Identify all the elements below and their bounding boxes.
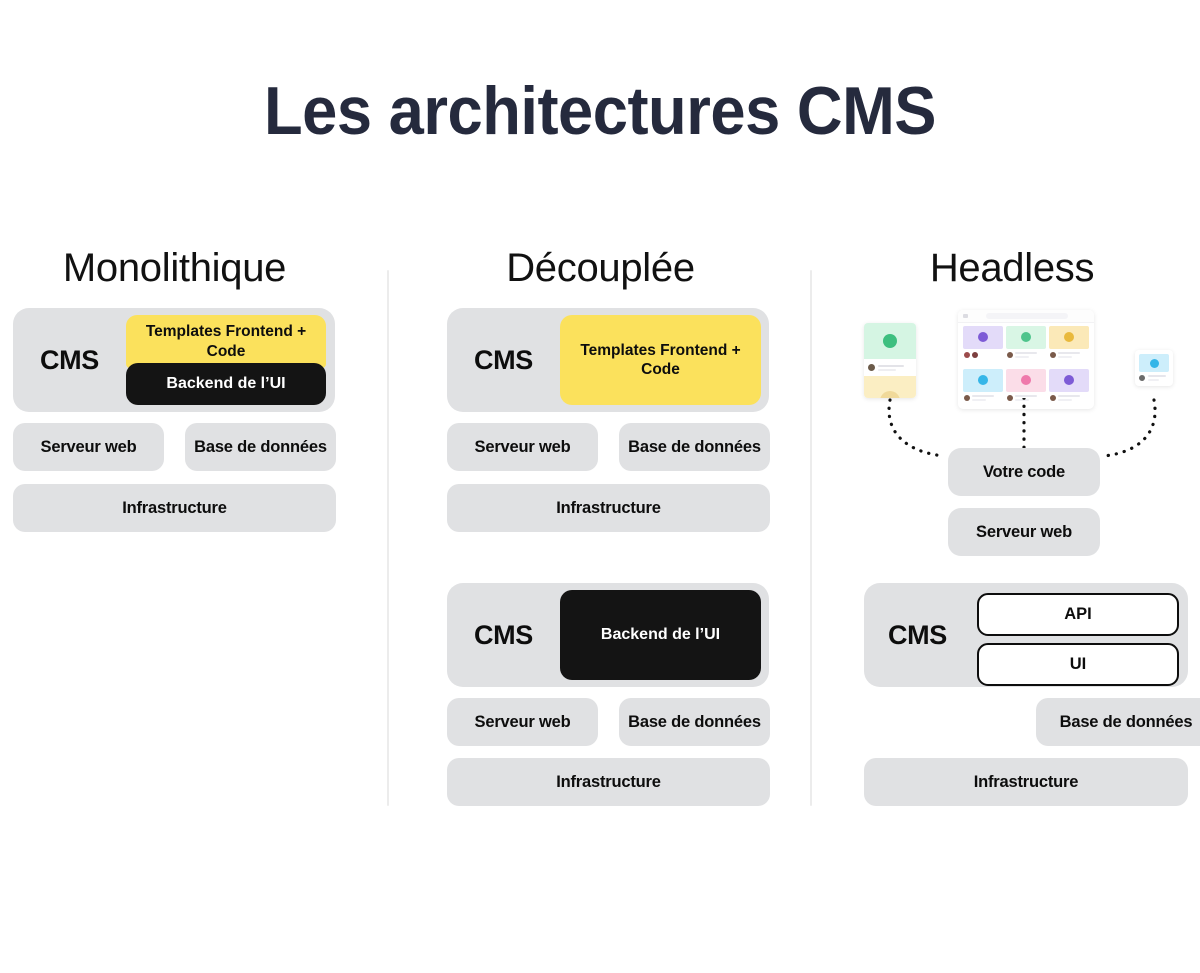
ui-block: UI	[977, 643, 1179, 686]
infrastructure-block: Infrastructure	[13, 484, 336, 532]
base-de-donnees-block: Base de données	[1036, 698, 1200, 746]
infrastructure-block: Infrastructure	[447, 758, 770, 806]
preview-card-grid	[963, 326, 1089, 408]
backend-ui-block: Backend de l’UI	[560, 590, 761, 680]
infrastructure-block: Infrastructure	[447, 484, 770, 532]
preview-card	[1049, 368, 1089, 409]
mobile-app-preview-icon	[864, 323, 916, 398]
preview-arc-yellow	[880, 391, 900, 398]
page-title: Les architectures CMS	[263, 73, 937, 149]
base-de-donnees-block: Base de données	[619, 423, 770, 471]
widget-preview-icon	[1135, 350, 1173, 386]
text-line	[878, 365, 904, 367]
preview-panel-yellow	[864, 376, 916, 398]
infrastructure-block: Infrastructure	[864, 758, 1188, 806]
preview-card	[1049, 326, 1089, 366]
backend-ui-block: Backend de l’UI	[126, 363, 326, 405]
cms-group-monolithique: CMS Templates Frontend + Code Backend de…	[13, 308, 335, 412]
column-headless: Headless	[848, 246, 1200, 806]
architecture-columns: Monolithique CMS Templates Frontend + Co…	[0, 248, 1200, 848]
preview-card	[1006, 326, 1046, 366]
cms-group-decouplee-frontend: CMS Templates Frontend + Code	[447, 308, 769, 412]
text-line	[878, 369, 896, 371]
dashboard-grid-preview-icon	[958, 310, 1094, 409]
cms-label: CMS	[474, 619, 533, 650]
column-monolithique: Monolithique CMS Templates Frontend + Co…	[0, 246, 375, 532]
templates-frontend-code-block: Templates Frontend + Code	[560, 315, 761, 405]
channel-mockups	[848, 310, 1200, 420]
preview-topbar	[958, 310, 1094, 323]
cms-label: CMS	[888, 619, 947, 650]
serveur-web-block: Serveur web	[447, 423, 598, 471]
serveur-web-block: Serveur web	[13, 423, 164, 471]
text-line	[1148, 379, 1159, 381]
preview-circle-green	[883, 334, 897, 348]
base-de-donnees-block: Base de données	[619, 698, 770, 746]
cms-label: CMS	[40, 344, 99, 375]
avatar-dot	[1139, 375, 1145, 381]
preview-card	[963, 368, 1003, 409]
base-de-donnees-block: Base de données	[185, 423, 336, 471]
preview-circle-blue	[1150, 359, 1159, 368]
topbar-search-bar	[986, 313, 1068, 319]
preview-card	[1006, 368, 1046, 409]
column-title-decouplee: Découplée	[506, 246, 695, 290]
column-title-headless: Headless	[929, 246, 1095, 290]
cms-group-headless: CMS API UI	[864, 583, 1188, 687]
column-divider-1	[387, 270, 389, 806]
preview-card	[963, 326, 1003, 366]
serveur-web-block: Serveur web	[948, 508, 1100, 556]
column-decouplee: Découplée CMS Templates Frontend + Code …	[425, 246, 800, 806]
topbar-dot	[963, 314, 968, 318]
api-block: API	[977, 593, 1179, 636]
cms-group-decouplee-backend: CMS Backend de l’UI	[447, 583, 769, 687]
column-divider-2	[810, 270, 812, 806]
serveur-web-block: Serveur web	[447, 698, 598, 746]
text-line	[1148, 375, 1166, 377]
votre-code-block: Votre code	[948, 448, 1100, 496]
cms-label: CMS	[474, 344, 533, 375]
templates-frontend-code-block: Templates Frontend + Code	[126, 315, 326, 368]
avatar-dot	[868, 364, 875, 371]
column-title-monolithique: Monolithique	[62, 246, 287, 290]
